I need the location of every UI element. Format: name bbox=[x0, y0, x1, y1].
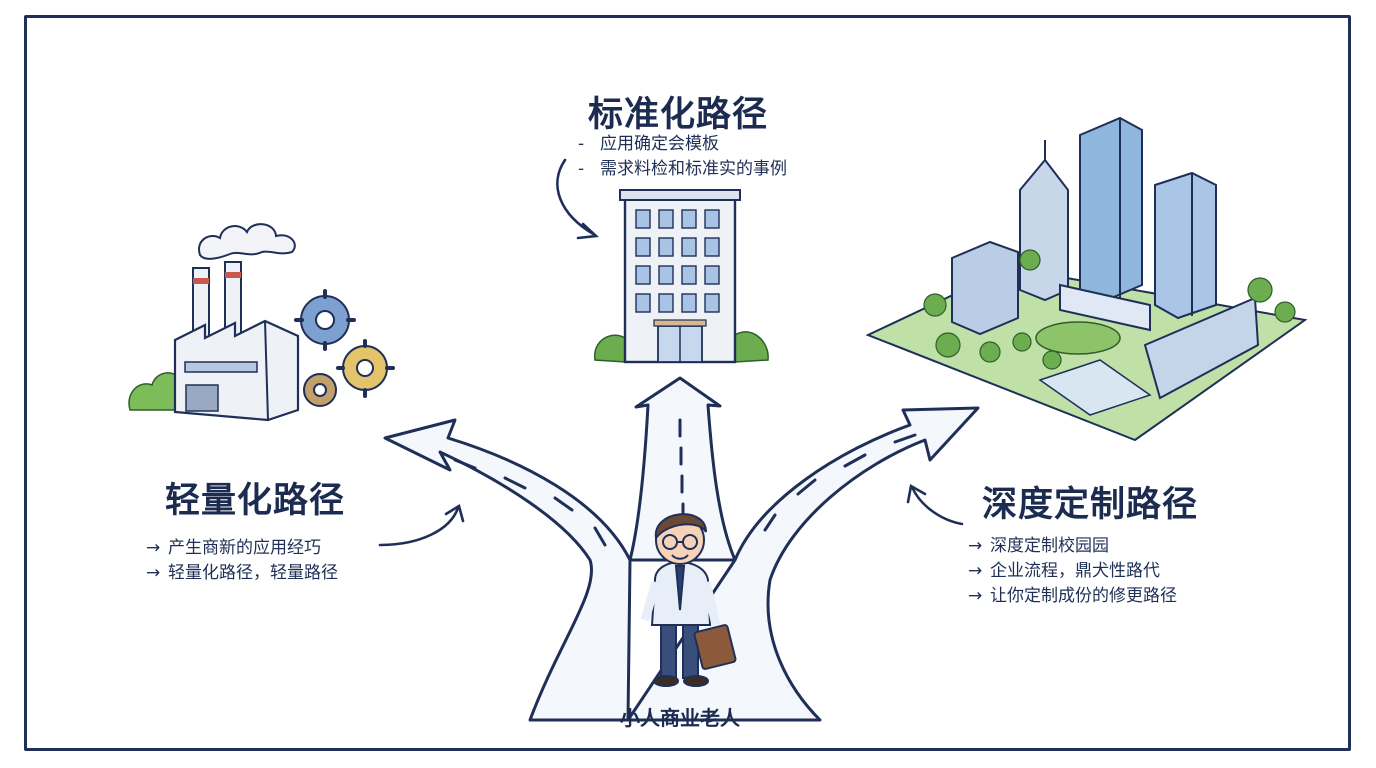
list-item: →让你定制成份的修更路径 bbox=[968, 586, 1177, 606]
list-item: →企业流程，鼎犬性路代 bbox=[968, 561, 1160, 581]
road-dashes bbox=[453, 418, 917, 547]
road-middle-branch bbox=[628, 376, 737, 562]
standard-path-title: 标准化路径 bbox=[588, 95, 769, 135]
arrow-from-deep-title bbox=[910, 485, 964, 526]
arrow-from-light-list bbox=[378, 506, 460, 547]
person-caption: 小人商业老人 bbox=[620, 706, 740, 730]
campus-city-icon bbox=[865, 116, 1308, 442]
list-item: -需求料检和标准实的事例 bbox=[578, 159, 787, 179]
businessman-icon bbox=[640, 513, 737, 687]
deep-path-list: →深度定制校园园 →企业流程，鼎犬性路代 →让你定制成份的修更路径 bbox=[968, 534, 1177, 609]
road-left-branch bbox=[383, 418, 632, 722]
light-path-list: →产生商新的应用经巧 →轻量化路径，轻量路径 bbox=[146, 536, 338, 586]
office-building-icon bbox=[594, 189, 769, 364]
standard-path-list: -应用确定会模板 -需求料检和标准实的事例 bbox=[578, 132, 787, 182]
diagram-frame bbox=[24, 15, 1351, 751]
factory-gears-icon bbox=[128, 223, 395, 422]
light-path-title: 轻量化路径 bbox=[165, 481, 346, 521]
list-item: →轻量化路径，轻量路径 bbox=[146, 563, 338, 583]
arrow-to-building bbox=[556, 158, 597, 237]
list-item: →深度定制校园园 bbox=[968, 536, 1109, 556]
pointer-arrows bbox=[378, 158, 964, 547]
list-item: -应用确定会模板 bbox=[578, 134, 719, 154]
list-item: →产生商新的应用经巧 bbox=[146, 538, 321, 558]
deep-path-title: 深度定制路径 bbox=[982, 485, 1199, 525]
